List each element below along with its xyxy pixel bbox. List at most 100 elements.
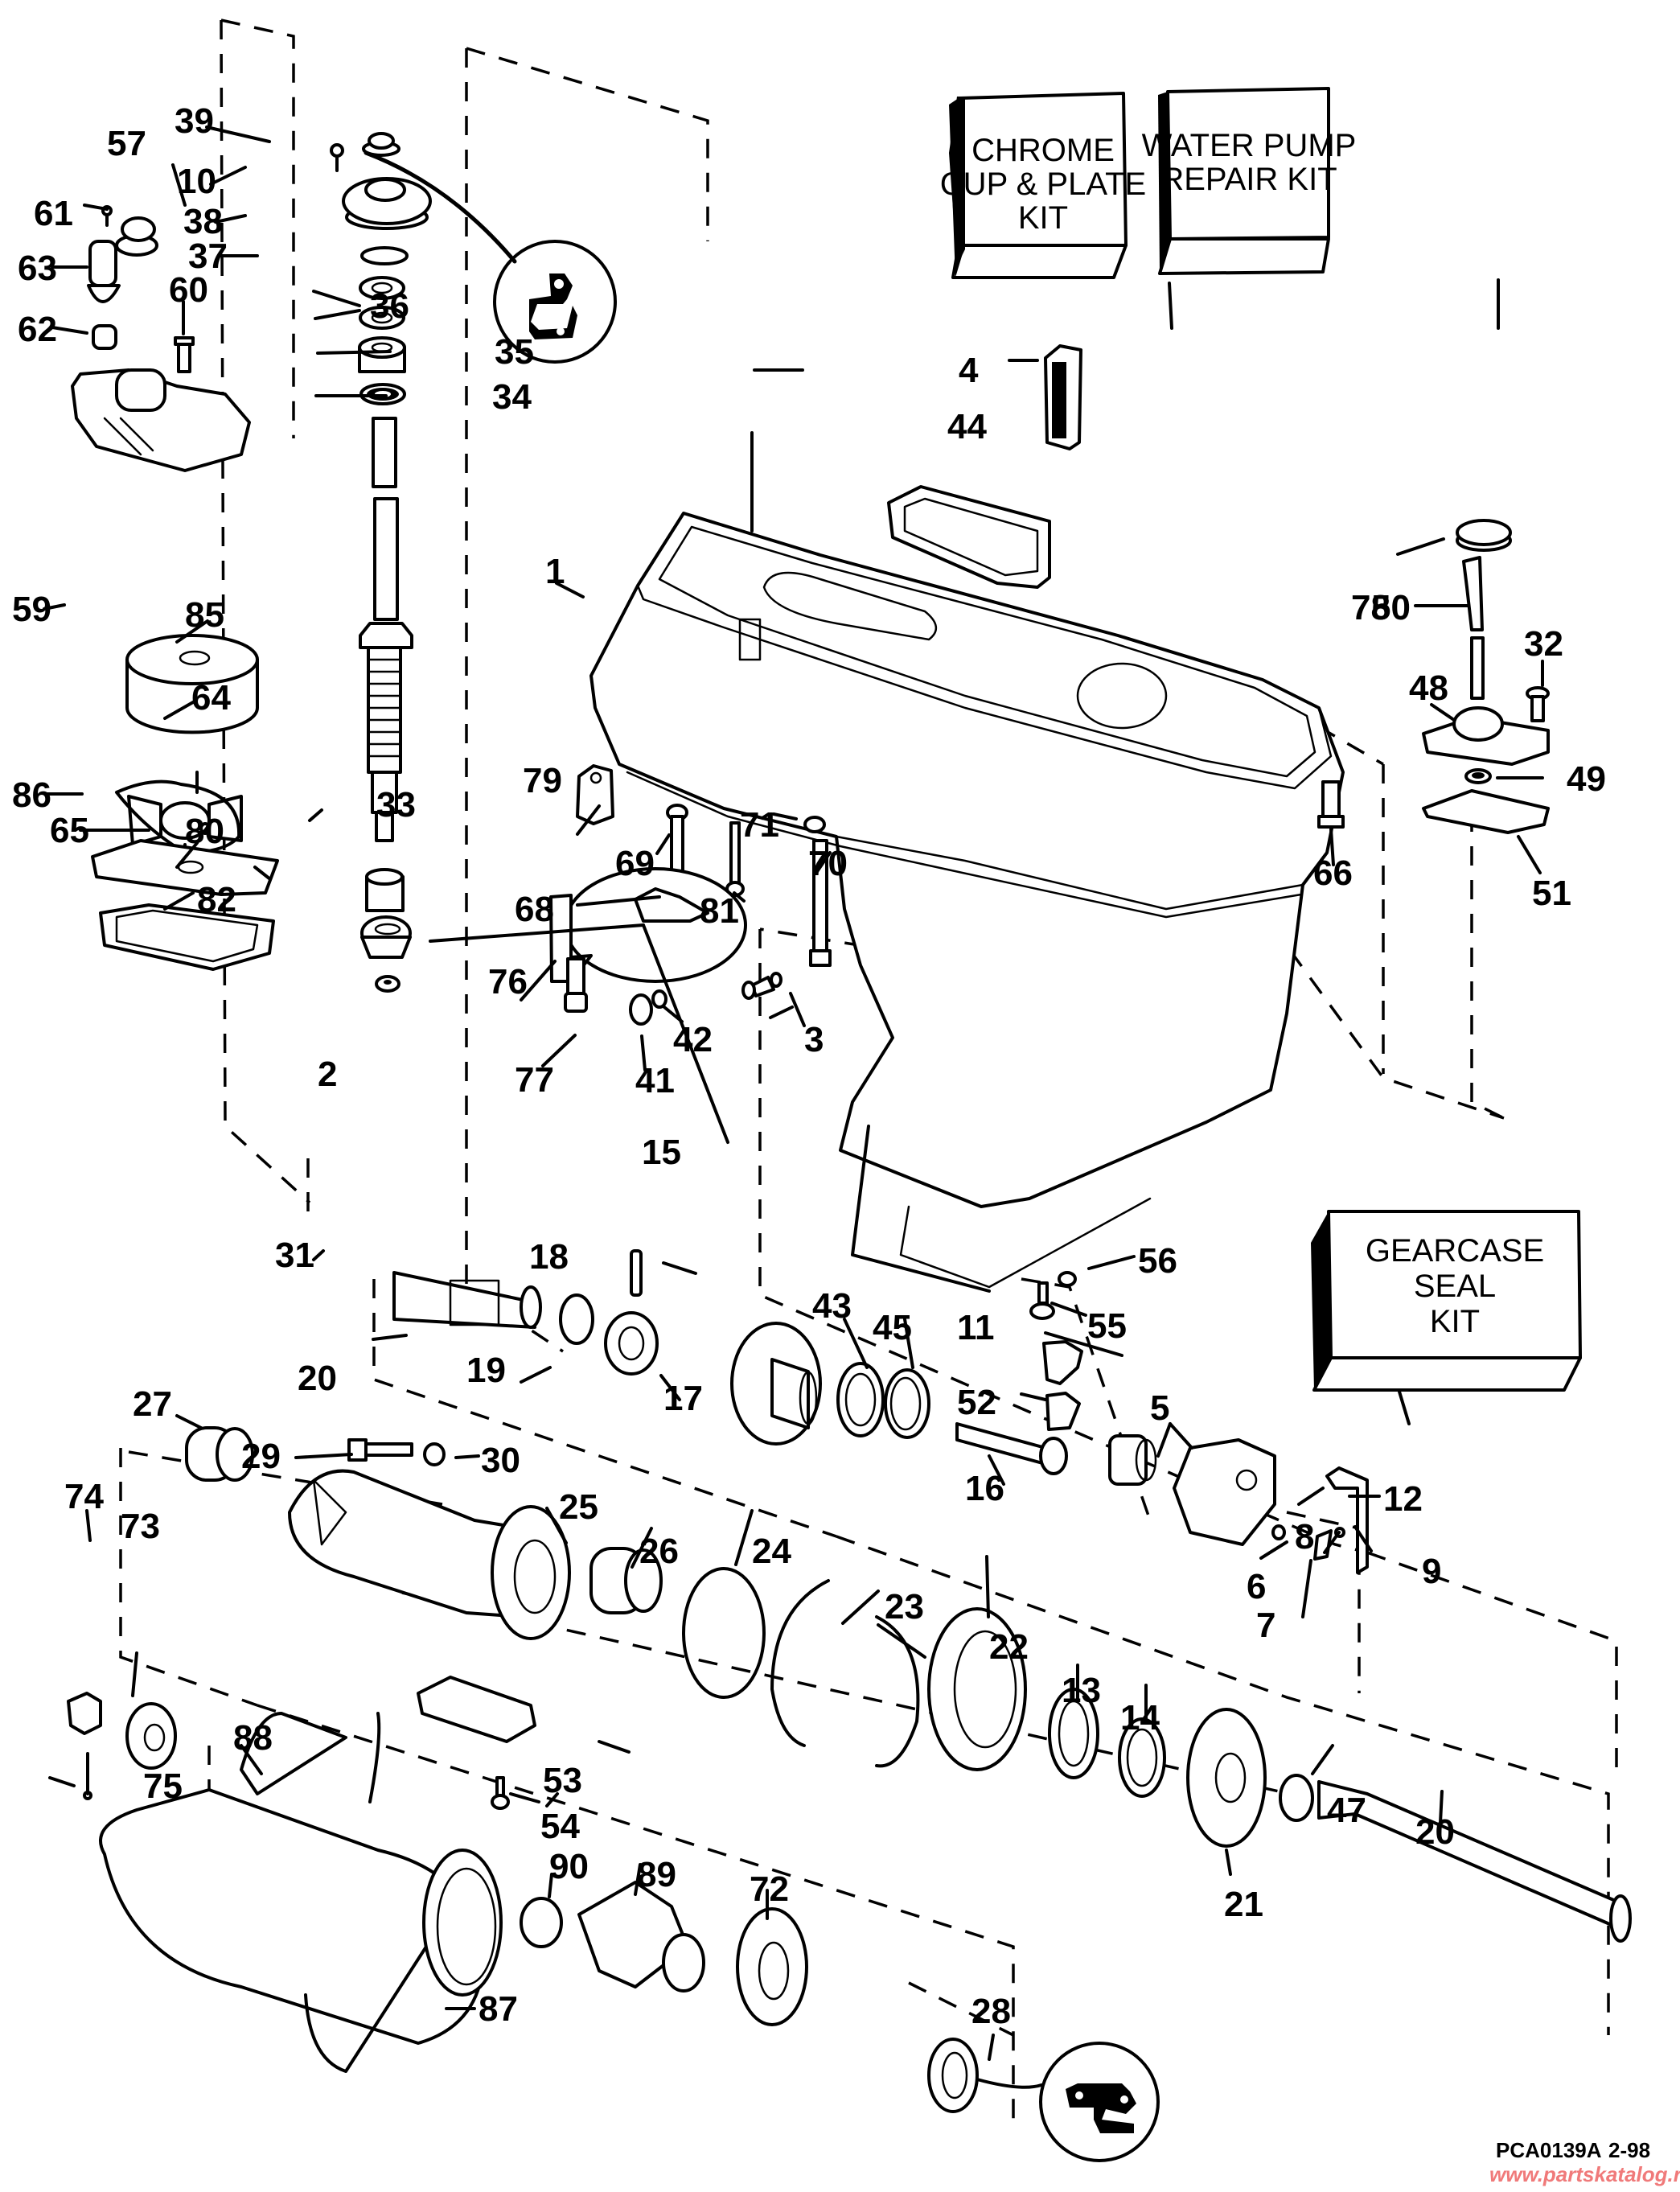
part-89-thrust-hub xyxy=(577,1881,705,1993)
callout-36: 36 xyxy=(370,286,409,326)
part-45-washer-stroke xyxy=(889,1376,922,1431)
leader-lines-stroke xyxy=(253,866,272,881)
callout-16: 16 xyxy=(965,1469,1004,1508)
assembly-guide-lines-stroke xyxy=(128,1450,443,1506)
part-52-detent-stroke xyxy=(1045,1392,1081,1431)
callout-20b: 20 xyxy=(1415,1812,1455,1852)
callout-70: 70 xyxy=(808,844,848,883)
callout-5: 5 xyxy=(1150,1388,1169,1428)
part-56-nut xyxy=(1058,1271,1077,1287)
kit-box-gearcase-seal[interactable]: GEARCASE SEAL KIT xyxy=(1311,1210,1582,1392)
part-75-cotter-pin xyxy=(83,1752,92,1800)
leader-lines-stroke xyxy=(209,166,247,186)
part-18-pin-stroke xyxy=(630,1249,643,1297)
callout-49: 49 xyxy=(1567,759,1606,799)
callout-labels: 39 10 57 61 38 37 63 36 60 62 35 34 59 8… xyxy=(12,101,1606,2031)
part-22-retainer-plate-stroke xyxy=(953,1630,1017,1749)
callout-61: 61 xyxy=(34,194,73,233)
part-15-forward-gear-stroke xyxy=(770,1358,810,1429)
sealant-tube-icon-stroke xyxy=(557,327,565,335)
leader-lines-stroke xyxy=(1044,1331,1123,1357)
part-33-driveshaft-stroke xyxy=(373,497,399,621)
part-24-oring xyxy=(682,1567,766,1699)
leader-lines-stroke xyxy=(815,851,832,874)
leader-lines-stroke xyxy=(171,163,187,207)
part-82-gasket xyxy=(99,903,275,971)
callout-45: 45 xyxy=(873,1308,912,1347)
leader-lines-stroke xyxy=(175,841,199,869)
callout-78: 78 xyxy=(1351,588,1390,627)
part-45-washer xyxy=(884,1368,930,1439)
part-1-gearcase-housing-stroke xyxy=(626,771,1303,919)
leader-lines-stroke xyxy=(634,1863,642,1896)
part-3-screw-washer-stroke xyxy=(770,972,782,988)
part-39-seal xyxy=(362,132,400,157)
part-51-gasket xyxy=(1422,789,1550,834)
callout-52: 52 xyxy=(957,1383,996,1422)
sealant-tube-icon xyxy=(364,150,617,364)
part-32-screw xyxy=(1526,686,1550,722)
assembly-guide-lines-stroke xyxy=(1230,674,1384,766)
part-2-bearing xyxy=(365,868,405,912)
leader-lines-stroke xyxy=(1311,1744,1334,1775)
leader-lines-stroke xyxy=(1323,1531,1341,1554)
callout-24: 24 xyxy=(752,1532,791,1571)
part-3-screw-washer xyxy=(741,972,782,1000)
leader-lines-stroke xyxy=(83,204,109,211)
callout-43: 43 xyxy=(812,1286,852,1326)
part-71-nut xyxy=(803,816,826,833)
leader-lines-stroke xyxy=(1156,1422,1172,1458)
part-33-driveshaft-stroke xyxy=(375,811,394,842)
assembly-guide-lines-stroke xyxy=(465,48,564,1353)
assembly-guide-lines-stroke xyxy=(466,47,709,241)
part-17-clutch-stroke xyxy=(618,1326,645,1361)
kit-box-chrome-cup-plate[interactable]: CHROME CUP & PLATE KIT xyxy=(940,92,1146,279)
part-4-anode-block-stroke xyxy=(1052,362,1066,438)
part-44-gasket-stroke xyxy=(903,497,1039,577)
part-21-reverse-gear-stroke xyxy=(1214,1752,1247,1803)
part-66-bolt-stroke xyxy=(1317,815,1345,829)
part-65-key-stroke xyxy=(199,822,211,835)
leader-lines-stroke xyxy=(985,1555,990,1618)
part-42-washer xyxy=(651,989,667,1009)
callout-81: 81 xyxy=(700,891,739,931)
callout-7: 7 xyxy=(1256,1606,1275,1645)
leader-lines-stroke xyxy=(175,1414,203,1429)
leader-lines-stroke xyxy=(316,350,392,355)
driveshaft-threads xyxy=(367,658,402,758)
part-1-gearcase-housing-stroke xyxy=(738,618,762,661)
callout-53: 53 xyxy=(543,1761,582,1800)
part-70-bolt-stroke xyxy=(809,949,832,967)
part-47-washer xyxy=(1279,1774,1314,1822)
callout-42: 42 xyxy=(673,1020,713,1059)
callout-34: 34 xyxy=(492,377,532,417)
part-77-bolt-stroke xyxy=(564,992,588,1013)
part-77-bolt xyxy=(564,957,588,1013)
callout-88: 88 xyxy=(233,1718,273,1758)
part-51-gasket-stroke xyxy=(1422,789,1550,834)
callout-8: 8 xyxy=(1295,1517,1314,1557)
kit-box-water-pump-repair[interactable]: WATER PUMP REPAIR KIT xyxy=(1142,87,1357,275)
part-16-shift-rod xyxy=(955,1422,1068,1475)
part-79-block-stroke xyxy=(589,771,602,784)
part-1-gearcase-housing-stroke xyxy=(1076,662,1168,730)
callout-38: 38 xyxy=(183,202,223,241)
part-3-screw-washer-stroke xyxy=(741,981,756,1000)
part-78-grommet xyxy=(1456,519,1512,552)
part-89-thrust-hub-stroke xyxy=(662,1933,705,1993)
leader-lines-stroke xyxy=(175,619,209,644)
part-8-ball xyxy=(1334,1527,1345,1538)
part-16-shift-rod-stroke xyxy=(955,1422,1047,1466)
callout-32: 32 xyxy=(1524,624,1563,664)
callout-17: 17 xyxy=(663,1379,703,1418)
callout-72: 72 xyxy=(750,1869,789,1909)
callout-86: 86 xyxy=(12,775,51,815)
part-54-screw-stroke xyxy=(491,1794,510,1810)
callout-29: 29 xyxy=(241,1437,281,1476)
part-14-thrust-bearing xyxy=(1118,1717,1166,1798)
callout-71: 71 xyxy=(740,805,779,845)
part-85-impeller-housing-stroke xyxy=(125,634,259,685)
part-81-bolt xyxy=(725,821,745,897)
leader-lines-stroke xyxy=(1225,1849,1232,1876)
part-53-anode-stroke xyxy=(417,1676,536,1743)
